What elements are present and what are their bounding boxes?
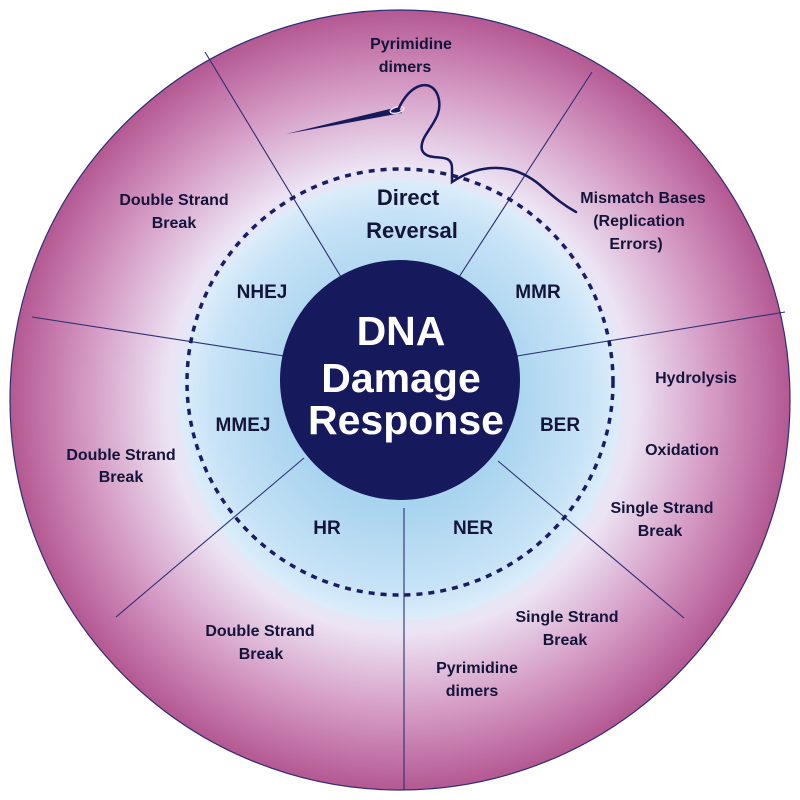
damage-right-hydrolysis: Hydrolysis <box>655 370 737 387</box>
divider-lower-right <box>497 460 685 619</box>
damage-lower-right-pd-line-1: Pyrimidine <box>436 660 518 677</box>
divider-left <box>31 316 285 357</box>
damage-left-line-2: Break <box>99 469 144 486</box>
pathway-nhej: NHEJ <box>237 282 288 303</box>
damage-left-line-1: Double Strand <box>66 447 175 464</box>
thread <box>396 83 578 214</box>
needle-shaft <box>286 107 402 134</box>
damage-right-oxidation: Oxidation <box>645 442 719 459</box>
center-line-2: Damage <box>321 355 481 401</box>
pathway-hr: HR <box>313 518 341 539</box>
pathway-direct-reversal-line-1: Direct <box>377 185 440 210</box>
damage-upper-right-line-2: (Replication <box>593 213 685 230</box>
needle-eye <box>389 105 405 115</box>
center-disk <box>280 260 520 500</box>
pathway-ner: NER <box>453 518 493 539</box>
needle-icon <box>286 83 578 214</box>
divider-right <box>516 311 786 357</box>
damage-lower-right-pd-line-2: dimers <box>446 683 499 700</box>
divider-top-left <box>204 51 342 278</box>
damage-lower-right-ssb-line-1: Single Strand <box>515 609 618 626</box>
damage-top-line-2: dimers <box>379 59 432 76</box>
divider-lower-left <box>115 457 305 618</box>
center-line-1: DNA <box>357 308 446 354</box>
damage-top-line-1: Pyrimidine <box>370 36 452 53</box>
damage-right-ssb-line-1: Single Strand <box>610 500 713 517</box>
center-line-3: Response <box>308 397 504 443</box>
pathway-direct-reversal-line-2: Reversal <box>366 218 458 243</box>
damage-upper-left-line-2: Break <box>152 215 197 232</box>
dotted-ring <box>185 167 615 597</box>
damage-lower-left-line-1: Double Strand <box>205 623 314 640</box>
damage-upper-right-line-1: Mismatch Bases <box>580 190 705 207</box>
pathway-mmej: MMEJ <box>216 415 271 436</box>
pathway-ber: BER <box>540 415 580 436</box>
damage-right-ssb-line-2: Break <box>638 523 683 540</box>
damage-upper-right-line-3: Errors) <box>609 236 662 253</box>
damage-lower-left-line-2: Break <box>239 646 284 663</box>
damage-lower-right-ssb-line-2: Break <box>543 632 588 649</box>
pathway-mmr: MMR <box>515 282 561 303</box>
damage-upper-left-line-1: Double Strand <box>119 192 228 209</box>
